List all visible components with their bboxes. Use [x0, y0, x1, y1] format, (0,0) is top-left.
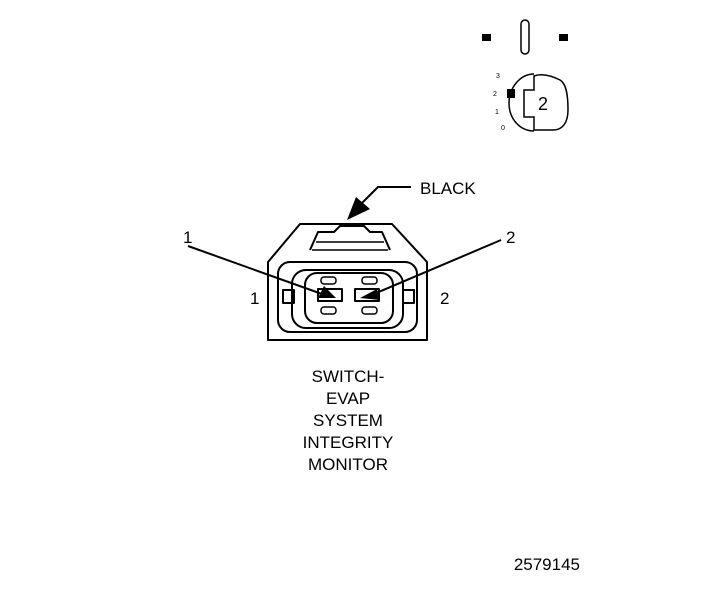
pin-2-terminal [354, 288, 380, 302]
key-slot-marker-left [482, 34, 491, 41]
side-tab-left [282, 289, 295, 304]
color-callout: BLACK [347, 179, 476, 220]
component-name: SWITCH- EVAP SYSTEM INTEGRITY MONITOR [303, 367, 394, 474]
wire-2-leader-line [373, 239, 502, 295]
connector-latch [309, 225, 391, 251]
key-slot-marker-right [559, 34, 568, 41]
component-name-line: SYSTEM [313, 411, 383, 430]
pin-housing [304, 272, 394, 324]
key-number-label: 2 [538, 94, 548, 114]
connector-inner-frame [277, 261, 418, 333]
key-scale-label-3: 3 [496, 73, 500, 80]
component-name-line: INTEGRITY [303, 433, 394, 452]
key-ring-icon [508, 73, 535, 132]
pin-2-bottom-key [361, 306, 378, 315]
color-leader-line [361, 186, 411, 204]
wire-callouts: 1 2 [183, 228, 515, 300]
side-tab-right [402, 289, 415, 304]
component-name-line: SWITCH- [312, 367, 385, 386]
key-scale-label-0: 0 [501, 125, 505, 132]
wire-1-callout-label: 1 [183, 228, 192, 247]
connector-body [267, 223, 428, 341]
pin-1-top-key [320, 276, 337, 285]
pin-1-label: 1 [250, 289, 259, 308]
pin-2-label: 2 [440, 289, 449, 308]
pin-1-terminal [317, 288, 343, 302]
key-position-marker [507, 89, 515, 98]
wire-1-arrowhead [318, 286, 336, 298]
key-slot-icon [520, 19, 530, 55]
wire-1-leader-line [187, 245, 323, 295]
component-name-line: MONITOR [308, 455, 388, 474]
key-head-icon [523, 74, 569, 131]
wire-2-arrowhead [360, 289, 380, 300]
color-arrowhead [347, 197, 370, 220]
pin-2-top-key [361, 276, 378, 285]
color-label: BLACK [420, 179, 476, 198]
key-orientation-icon: 3 2 1 0 2 [482, 19, 569, 132]
wire-2-callout-label: 2 [506, 228, 515, 247]
figure-id: 2579145 [514, 555, 580, 574]
key-scale-label-2: 2 [493, 91, 497, 98]
key-scale-label-1: 1 [495, 109, 499, 116]
connector-outer-shell [267, 223, 428, 341]
component-name-line: EVAP [326, 389, 370, 408]
pin-1-bottom-key [320, 306, 337, 315]
